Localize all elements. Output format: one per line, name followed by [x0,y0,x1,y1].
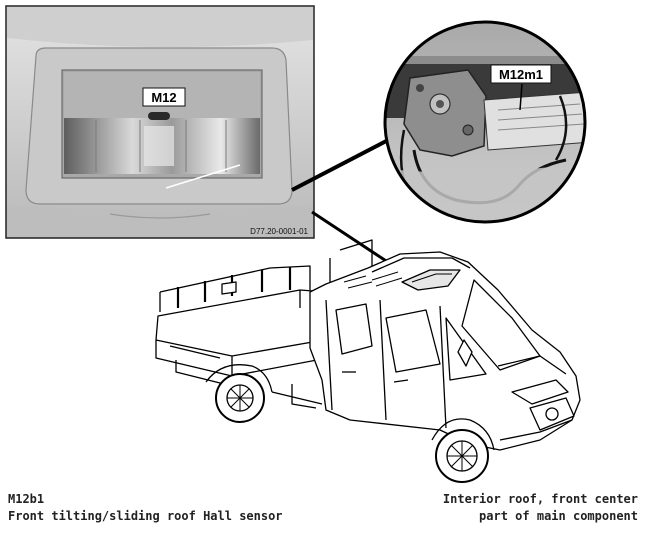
vehicle-drawing [155,239,581,483]
location-line-2: part of main component [479,509,638,523]
detail-inset: M12m1 [383,20,587,224]
component-code: M12b1 [8,492,45,506]
m12m1-label: M12m1 [499,67,543,82]
caption-component: M12b1 Front tilting/sliding roof Hall se… [8,491,283,525]
component-description: Front tilting/sliding roof Hall sensor [8,509,283,523]
photo-inset: M12 D77.20-0001-01 [5,5,315,239]
caption-location: Interior roof, front center part of main… [443,491,638,525]
sunroof-panel [401,269,461,291]
console-button [148,112,170,120]
m12-label: M12 [151,90,176,105]
grille [529,397,575,431]
headlight [511,379,569,405]
photo-to-detail-connector [291,136,393,192]
cab-body [309,251,581,451]
location-line-1: Interior roof, front center [442,492,638,506]
photo-reference-code: D77.20-0001-01 [250,227,308,236]
photo-pointer-line [165,164,241,189]
